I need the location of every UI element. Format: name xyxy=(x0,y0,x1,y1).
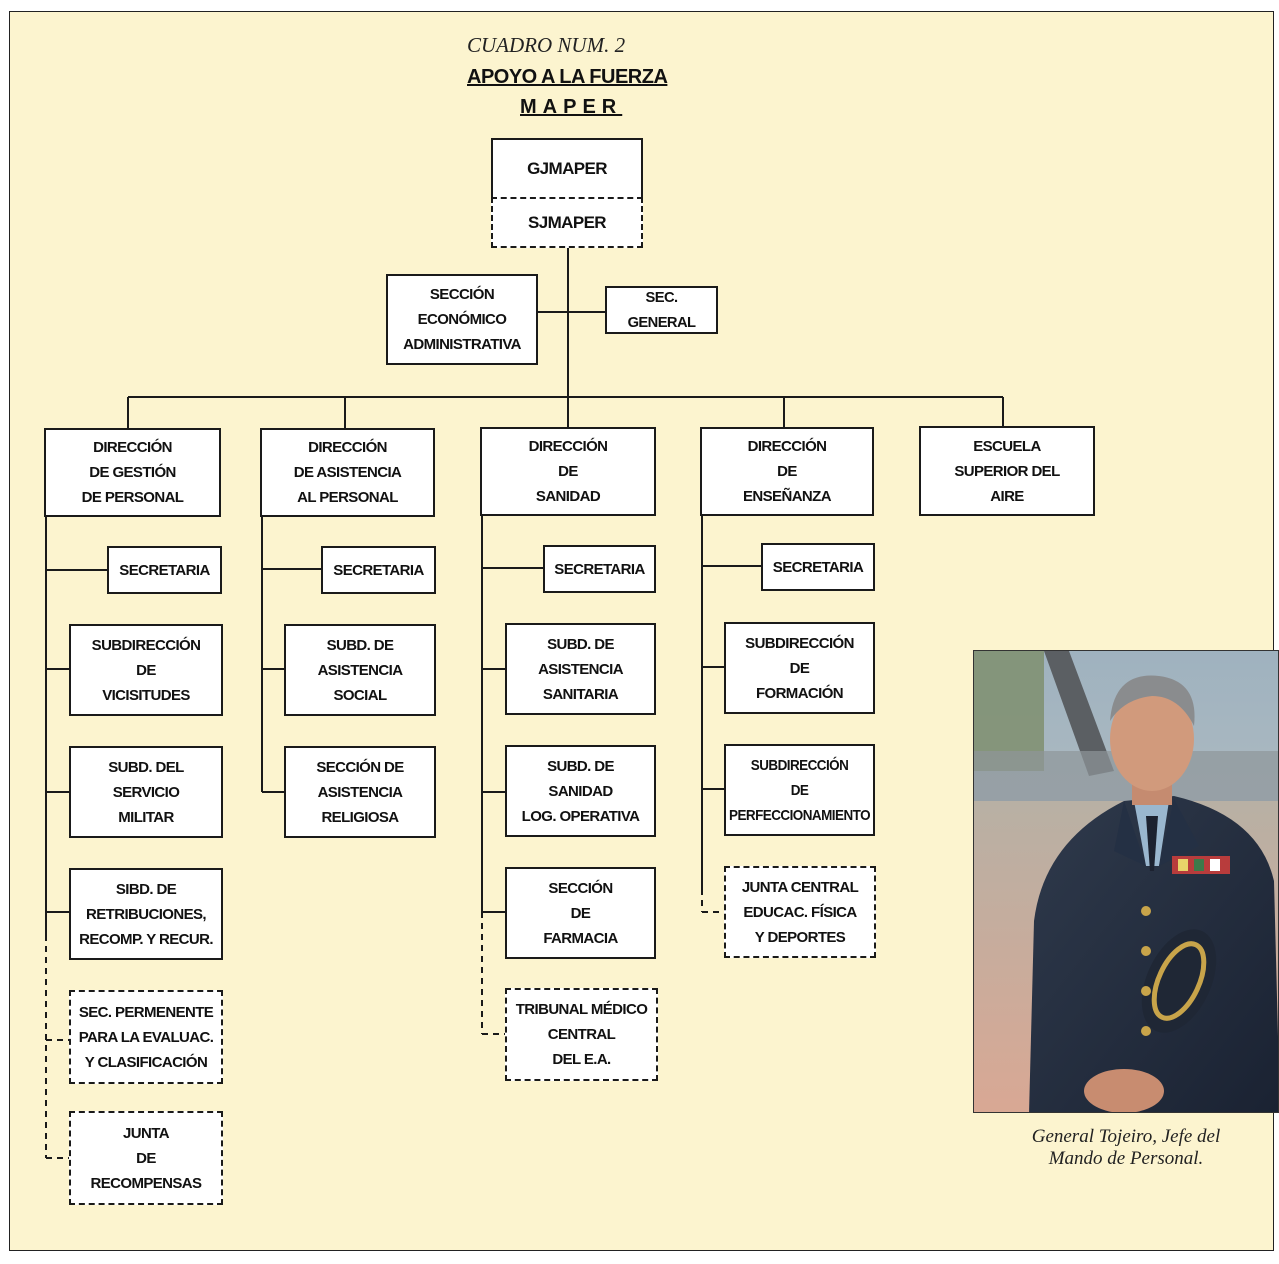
subd-asistencia-sanitaria-box: SUBD. DE ASISTENCIA SANITARIA xyxy=(505,623,656,715)
junta-educacion-fisica-box: JUNTA CENTRAL EDUCAC. FÍSICA Y DEPORTES xyxy=(724,866,876,958)
gjmaper-box: GJMAPER xyxy=(491,138,643,199)
sanidad-secretaria-box: SECRETARIA xyxy=(543,545,656,593)
tribunal-medico-box: TRIBUNAL MÉDICO CENTRAL DEL E.A. xyxy=(505,988,658,1081)
sec-general-box: SEC. GENERAL xyxy=(605,286,718,334)
direccion-ensenanza-box: DIRECCIÓN DE ENSEÑANZA xyxy=(700,427,874,516)
chart-number: CUADRO NUM. 2 xyxy=(467,33,626,57)
subd-retribuciones-box: SIBD. DE RETRIBUCIONES, RECOMP. Y RECUR. xyxy=(69,868,223,960)
subdireccion-formacion-box: SUBDIRECCIÓN DE FORMACIÓN xyxy=(724,622,875,714)
subdireccion-vicisitudes-box: SUBDIRECCIÓN DE VICISITUDES xyxy=(69,624,223,716)
escuela-superior-box: ESCUELA SUPERIOR DEL AIRE xyxy=(919,426,1095,516)
seccion-asistencia-religiosa-box: SECCIÓN DE ASISTENCIA RELIGIOSA xyxy=(284,746,436,838)
gestion-secretaria-box: SECRETARIA xyxy=(107,546,222,594)
seccion-farmacia-box: SECCIÓN DE FARMACIA xyxy=(505,867,656,959)
subd-sanidad-logistica-box: SUBD. DE SANIDAD LOG. OPERATIVA xyxy=(505,745,656,837)
chart-subtitle: MAPER xyxy=(520,96,623,118)
direccion-sanidad-box: DIRECCIÓN DE SANIDAD xyxy=(480,427,656,516)
photo-caption: General Tojeiro, Jefe del Mando de Perso… xyxy=(1031,1126,1221,1169)
subdireccion-perfeccionamiento-box: SUBDIRECCIÓN DE PERFECCIONAMIENTO xyxy=(724,744,875,836)
sjmaper-box: SJMAPER xyxy=(491,197,643,248)
seccion-economico-box: SECCIÓN ECONÓMICO ADMINISTRATIVA xyxy=(386,274,538,365)
subd-servicio-militar-box: SUBD. DEL SERVICIO MILITAR xyxy=(69,746,223,838)
direccion-asistencia-box: DIRECCIÓN DE ASISTENCIA AL PERSONAL xyxy=(260,428,435,517)
sec-evaluacion-box: SEC. PERMENENTE PARA LA EVALUAC. Y CLASI… xyxy=(69,990,223,1084)
general-portrait-photo xyxy=(973,650,1279,1113)
ensenanza-secretaria-box: SECRETARIA xyxy=(761,543,875,591)
chart-title: APOYO A LA FUERZA xyxy=(467,66,668,88)
asistencia-secretaria-box: SECRETARIA xyxy=(321,546,436,594)
direccion-gestion-box: DIRECCIÓN DE GESTIÓN DE PERSONAL xyxy=(44,428,221,517)
subd-asistencia-social-box: SUBD. DE ASISTENCIA SOCIAL xyxy=(284,624,436,716)
junta-recompensas-box: JUNTA DE RECOMPENSAS xyxy=(69,1111,223,1205)
